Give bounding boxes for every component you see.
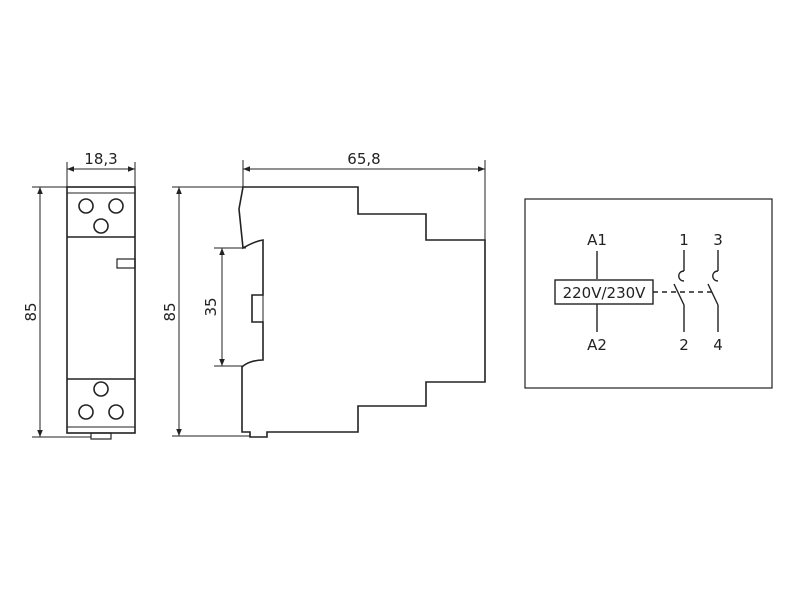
dim-side-height-label: 85 (161, 302, 179, 321)
terminal-screw (78, 198, 94, 214)
dim-front-height-label: 85 (22, 302, 40, 321)
dim-rail-height-label: 35 (202, 297, 220, 316)
terminal-screw (108, 404, 124, 420)
contact-4-label: 4 (713, 336, 723, 354)
front-latch (116, 258, 136, 269)
side-view (238, 186, 486, 438)
dim-front-width-label: 18,3 (84, 150, 117, 168)
dim-front-height (32, 186, 91, 438)
contact-2-label: 2 (679, 336, 689, 354)
dim-side-depth-label: 65,8 (347, 150, 380, 168)
coil-bottom-label: A2 (587, 336, 607, 354)
coil-voltage-label: 220V/230V (563, 284, 647, 302)
terminal-screw (78, 404, 94, 420)
side-profile (238, 186, 486, 438)
contact-1-label: 1 (679, 231, 689, 249)
terminal-screw (93, 381, 109, 397)
contact-3-4 (707, 250, 719, 332)
front-view (66, 186, 136, 440)
schematic-box (524, 198, 773, 389)
terminal-screw (108, 198, 124, 214)
contact-1-2 (673, 250, 685, 332)
dim-side-height (172, 186, 250, 437)
coil-top-label: A1 (587, 231, 607, 249)
dim-front-width (66, 162, 136, 187)
terminal-screw (93, 218, 109, 234)
contact-3-label: 3 (713, 231, 723, 249)
dim-rail-height (214, 247, 246, 367)
front-bottom-clip (90, 432, 112, 440)
dim-side-depth (242, 160, 486, 240)
coil-symbol (554, 251, 715, 332)
